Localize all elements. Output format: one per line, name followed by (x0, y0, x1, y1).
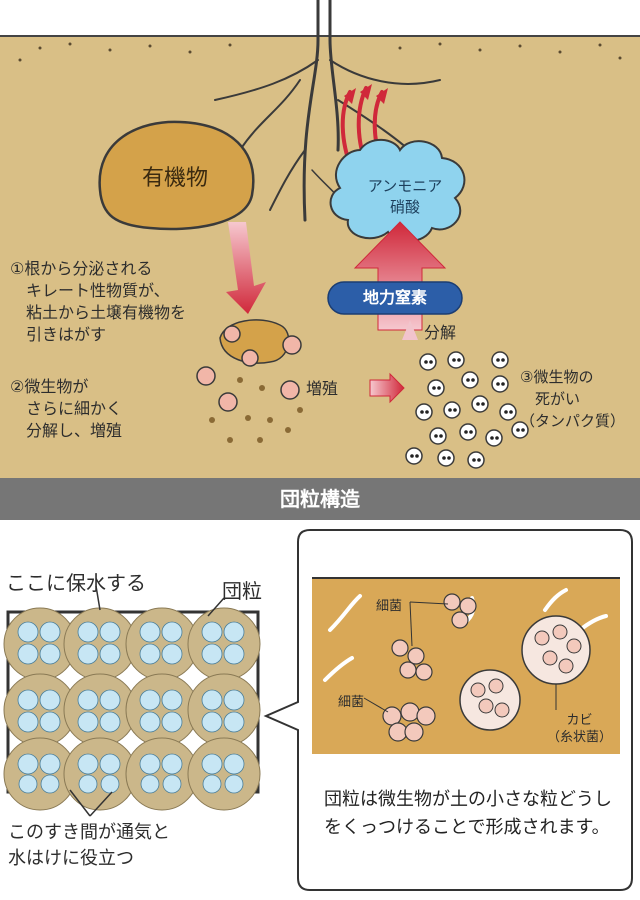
decomposition-label: 分解 (424, 323, 457, 342)
aggregate-structure-panel: 細菌 細菌 カビ （糸状菌） (0, 520, 640, 900)
ammonia-text: アンモニア (367, 177, 443, 195)
bacteria-label: 細菌 (338, 695, 365, 710)
step3-text: ③微生物の 死がい （タンパク質） (520, 366, 625, 432)
step3-line: （タンパク質） (520, 412, 626, 430)
pore-space-line: このすき間が通気と (8, 822, 170, 843)
bacteria-cluster-2 (382, 702, 436, 742)
white-microbes (405, 351, 529, 469)
balloon-caption: 団粒は微生物が土の小さな粒どうしをくっつけることで形成されます。 (324, 789, 612, 838)
step2-line: 分解し、増殖 (10, 421, 123, 440)
step3-line: 死がい (520, 390, 581, 408)
water-particles (17, 621, 245, 794)
soil-layer (0, 36, 640, 478)
pink-microbes (196, 325, 302, 412)
step2-line: ②微生物が (10, 377, 89, 396)
step1-text: ①根から分泌される キレート性物質が、 粘土から土壌有機物を 引きはがす (10, 258, 186, 346)
ammonia-cloud (329, 138, 466, 243)
soil-nitrogen-pill (327, 281, 463, 315)
organic-matter-blob (98, 120, 255, 231)
ammonia-nitrate-label: アンモニア 硝酸 (340, 176, 470, 218)
step1-line: 引きはがす (10, 325, 107, 344)
soil-nitrogen-label: 地力窒素 (362, 288, 427, 307)
organic-down-arrow (226, 222, 266, 314)
decomposition-arrow (402, 320, 418, 340)
section-banner: 団粒構造 (0, 478, 640, 520)
banner-title: 団粒構造 (280, 487, 360, 511)
fungi-label-line: カビ (566, 713, 593, 728)
organic-matter-label: 有機物 (141, 166, 208, 191)
nitrogen-up-arrow (353, 221, 447, 331)
step2-line: さらに細かく (10, 399, 123, 418)
step1-line: 粘土から土壌有機物を (10, 303, 187, 322)
water-retention-label: ここに保水する (6, 571, 146, 595)
soil-illustration (0, 0, 640, 478)
fungi-label-line: （糸状菌） (547, 730, 613, 745)
fungi-label: カビ （糸状菌） (547, 712, 612, 746)
plant-roots (214, 0, 441, 222)
growth-label: 増殖 (306, 379, 339, 398)
growth-arrow (369, 372, 405, 404)
pore-space-line: 水はけに役立つ (8, 848, 134, 869)
nitrate-text: 硝酸 (389, 198, 420, 216)
step1-line: キレート性物質が、 (10, 281, 170, 300)
crumb-label: 団粒 (222, 579, 262, 603)
bacteria-label: 細菌 (376, 599, 403, 614)
pore-space-label: このすき間が通気と 水はけに役立つ (8, 820, 170, 872)
soil-diagram: 有機物 アンモニア 硝酸 地力窒素 分解 ①根から分泌される キレート性物質が、… (0, 0, 640, 478)
step2-text: ②微生物が さらに細かく 分解し、増殖 (10, 376, 122, 442)
bacteria-cluster-1 (391, 593, 477, 681)
aggregate-illustration (3, 529, 633, 891)
step3-line: ③微生物の (520, 368, 594, 386)
step1-line: ①根から分泌される (10, 259, 153, 278)
